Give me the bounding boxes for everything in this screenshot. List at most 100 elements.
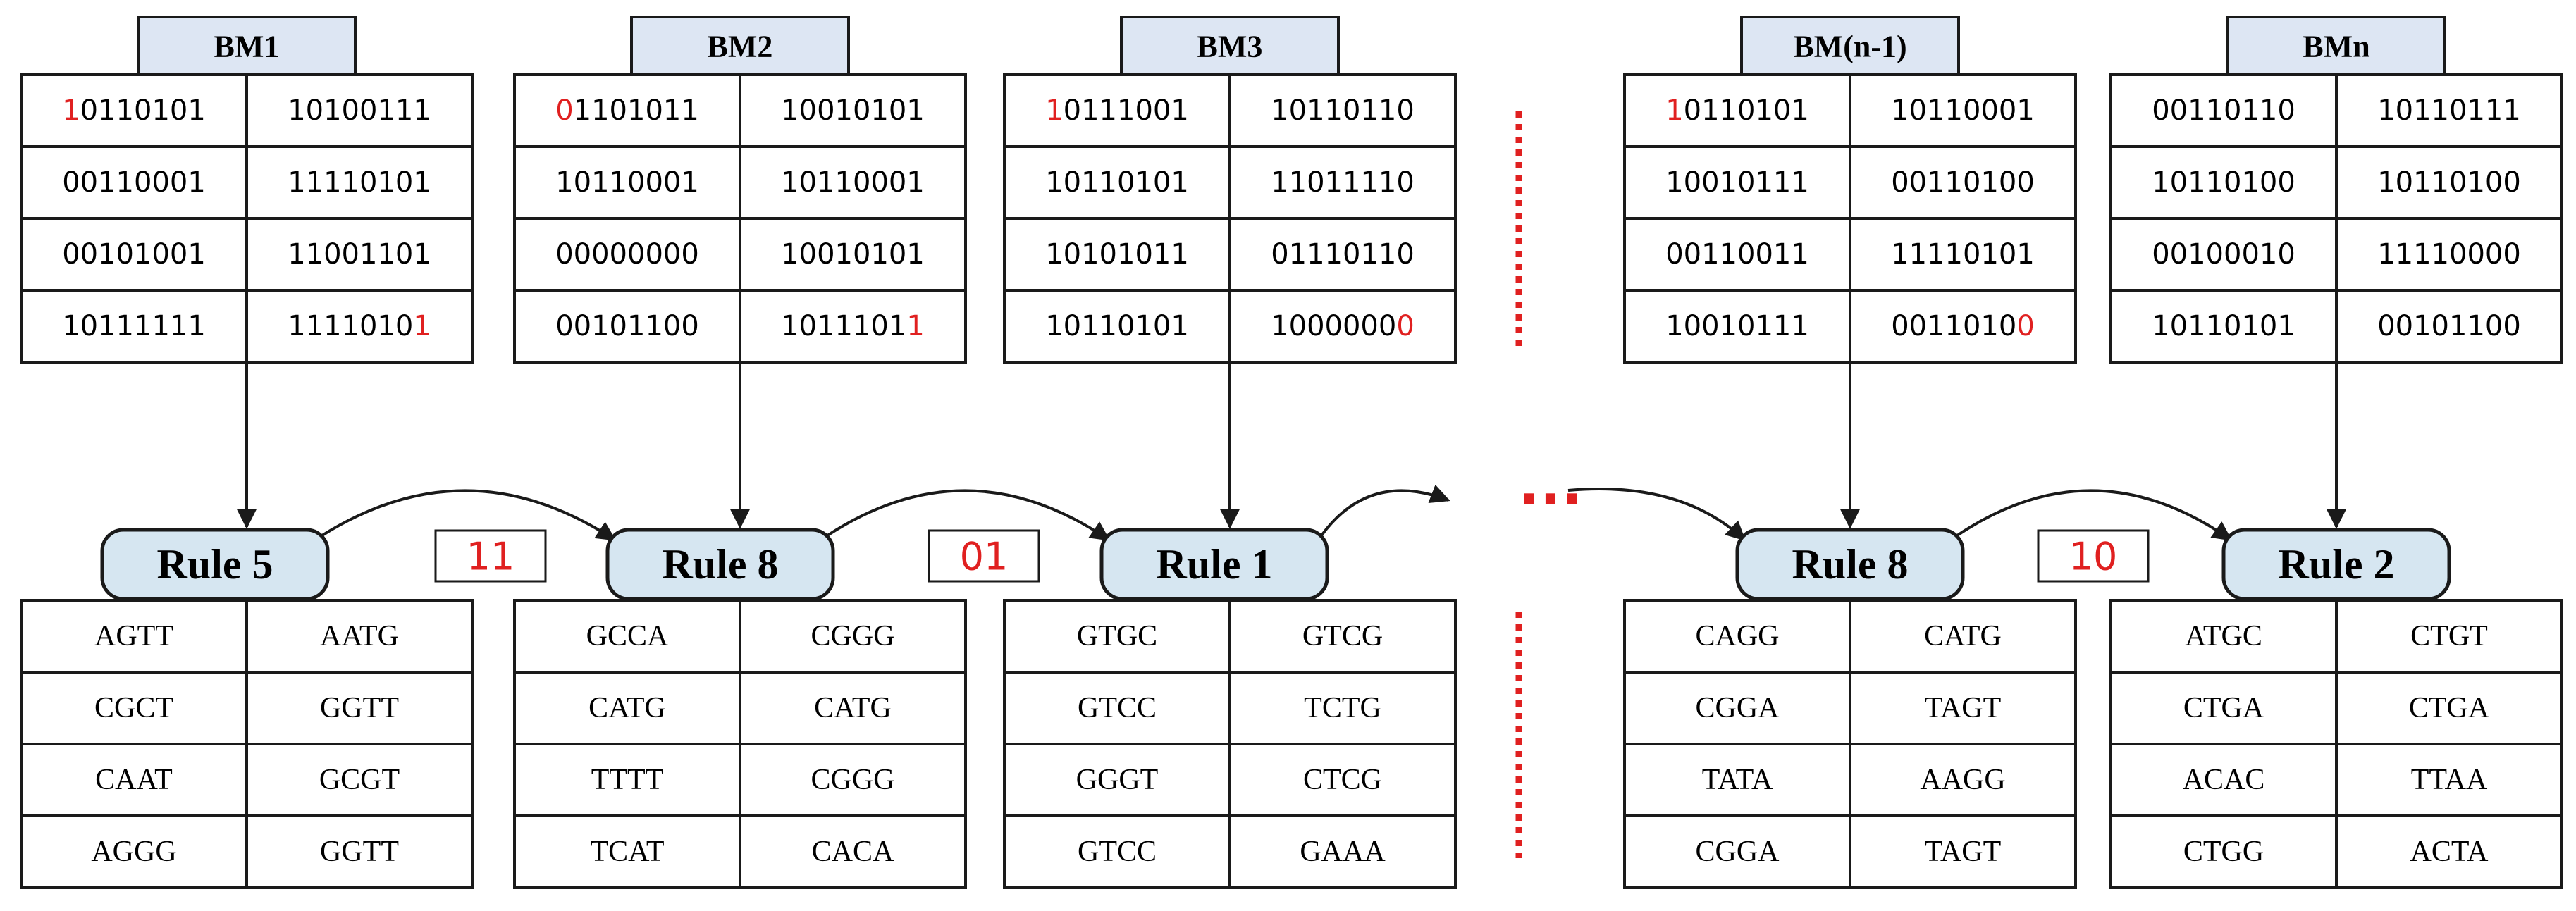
- binary-cell: [1228, 73, 1457, 148]
- dna-value: CAGG: [1695, 620, 1779, 652]
- binary-value: 11001101: [288, 238, 431, 271]
- key-box-3: 10: [2037, 529, 2150, 583]
- rule-label: Rule 8: [663, 541, 779, 588]
- chain-arrow-partial: [1567, 488, 1746, 541]
- binary-value: 11110000: [2377, 238, 2521, 271]
- binary-value: 11011110: [1271, 166, 1415, 199]
- dna-cell: [1228, 743, 1457, 817]
- binary-value: 00110110: [2152, 94, 2295, 127]
- rule-label: Rule 2: [2279, 541, 2395, 588]
- binary-cell: [20, 289, 248, 364]
- dna-value: GAAA: [1300, 836, 1386, 868]
- binary-value: 00100010: [2152, 238, 2295, 271]
- dna-cell: [1228, 814, 1457, 889]
- bm-header-box: [1120, 16, 1340, 76]
- binary-rest: 0110101: [1684, 94, 1809, 127]
- dna-value: TTTT: [591, 764, 664, 796]
- binary-value: 10110100: [2377, 166, 2521, 199]
- dna-cell: [739, 671, 967, 745]
- chain-arrow: [826, 489, 1111, 541]
- binary-cell: [739, 73, 967, 148]
- dna-cell: [2335, 814, 2563, 889]
- chain-arrow: [1956, 489, 2233, 541]
- dna-cell: [739, 743, 967, 817]
- bm-header-label: BM(n-1): [1793, 30, 1906, 64]
- dna-cell: [513, 814, 741, 889]
- bm-header-label: BM2: [708, 30, 773, 64]
- binary-cell: [1623, 145, 1851, 220]
- binary-cell: [1228, 145, 1457, 220]
- binary-value: 10110101: [2152, 310, 2295, 342]
- dna-value: CATG: [588, 692, 666, 724]
- dna-cell: [1003, 671, 1231, 745]
- chain-arrow: [321, 489, 617, 541]
- dna-value: GTCC: [1078, 836, 1157, 868]
- binary-cell: [1228, 217, 1457, 292]
- dna-cell: [1623, 814, 1851, 889]
- binary-cell: [1623, 73, 1851, 148]
- binary-cell: [2335, 217, 2563, 292]
- binary-value: 10110001: [1891, 94, 2035, 127]
- binary-cell: [1003, 289, 1231, 364]
- dna-cell: [1849, 743, 2077, 817]
- binary-value: 10110101: [1045, 310, 1189, 342]
- binary-value: 10010111: [1665, 166, 1809, 199]
- binary-cell: [2335, 145, 2563, 220]
- dna-value: CGGG: [811, 620, 894, 652]
- binary-value: 10010101: [781, 238, 925, 271]
- key-box: [434, 529, 547, 583]
- binary-rest: 0111001: [1064, 94, 1189, 127]
- dna-value: AGGG: [91, 836, 176, 868]
- dna-value: CGGA: [1695, 692, 1780, 724]
- binary-cell: [245, 217, 474, 292]
- binary-cell: [1228, 289, 1457, 364]
- binary-value: 00110001: [62, 166, 206, 199]
- binary-rest: 1000000: [1271, 310, 1396, 342]
- binary-value: 10111011: [781, 310, 925, 342]
- dna-value: GTCG: [1302, 620, 1383, 652]
- dna-value: GGTT: [320, 692, 399, 724]
- dna-cell: [1849, 814, 2077, 889]
- links-layer: [237, 362, 2346, 541]
- dna-value: CTCG: [1303, 764, 1382, 796]
- dna-cell: [1623, 599, 1851, 674]
- key-box: [2037, 529, 2150, 583]
- binary-value: 11110101: [288, 310, 431, 342]
- dna-cell: [20, 814, 248, 889]
- highlight-bit: 1: [906, 310, 924, 342]
- rule-label: Rule 1: [1157, 541, 1273, 588]
- dna-value: TCTG: [1304, 692, 1381, 724]
- binary-cell: [513, 217, 741, 292]
- dna-cell: [245, 671, 474, 745]
- highlight-bit: 0: [1396, 310, 1414, 342]
- binary-value: 11110101: [1891, 238, 2035, 271]
- binary-value: 00110100: [1891, 310, 2035, 342]
- binary-rest: 1111010: [288, 310, 413, 342]
- binary-cell: [1623, 289, 1851, 364]
- key-box: [928, 529, 1040, 583]
- binary-cell: [739, 145, 967, 220]
- binary-value: 10101011: [1045, 238, 1189, 271]
- rule-box: [1735, 528, 1965, 601]
- dna-value: ACAC: [2183, 764, 2265, 796]
- binary-value: 11110101: [288, 166, 431, 199]
- dna-value: CTGA: [2183, 692, 2264, 724]
- rule-box: [605, 528, 835, 601]
- binary-cell: [1849, 289, 2077, 364]
- bm-header-label: BM1: [214, 30, 280, 64]
- dna-value: GTCC: [1078, 692, 1157, 724]
- binary-value: 10110001: [781, 166, 925, 199]
- dna-cell: [1228, 599, 1457, 674]
- dna-value: GCCA: [586, 620, 669, 652]
- dna-value: GCGT: [319, 764, 400, 796]
- binary-cell: [1849, 73, 2077, 148]
- dna-value: TAGT: [1925, 836, 2002, 868]
- dna-value: CACA: [812, 836, 894, 868]
- binary-value: 10110101: [1045, 166, 1189, 199]
- binary-value: 10111111: [62, 310, 206, 342]
- dna-value: AATG: [320, 620, 399, 652]
